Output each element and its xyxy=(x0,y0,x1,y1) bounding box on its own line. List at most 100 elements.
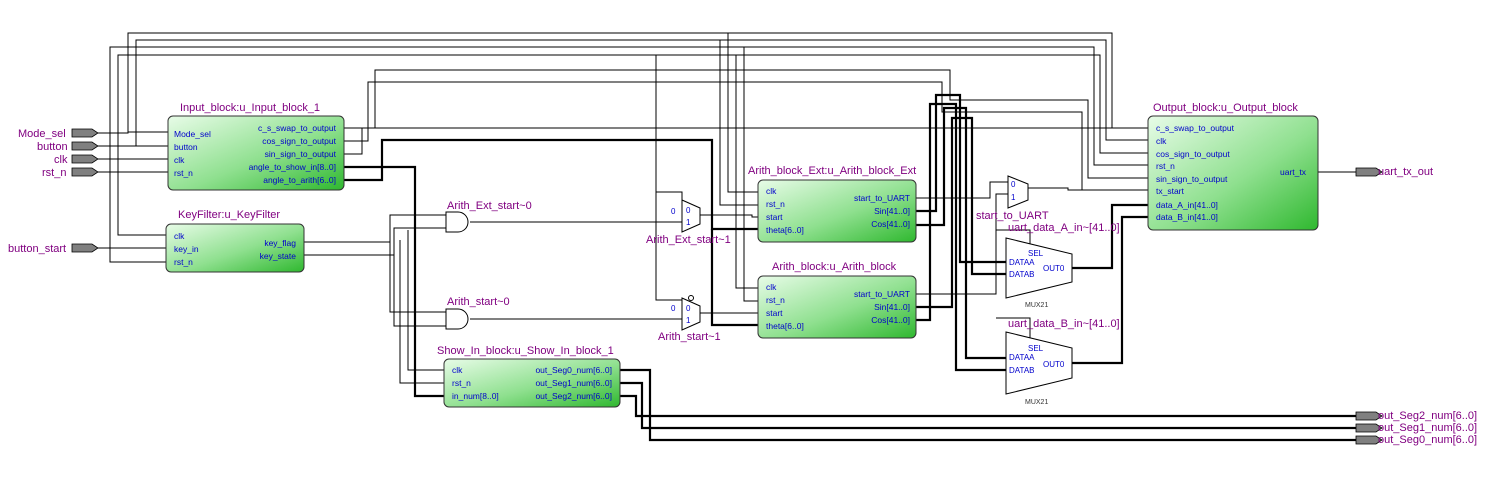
output-block-in-port: clk xyxy=(1156,136,1167,146)
keyfilter-block-title: KeyFilter:u_KeyFilter xyxy=(178,209,280,221)
mux21-out: OUT0 xyxy=(1043,360,1065,369)
and-gate-label: Arith_start~0 xyxy=(447,296,510,308)
input-block-in-port: clk xyxy=(174,155,185,165)
keyfilter-in-port: rst_n xyxy=(174,257,193,267)
show-in-out-port: out_Seg0_num[6..0] xyxy=(535,365,612,375)
mux-start-to-uart[interactable]: 0 1 start_to_UART xyxy=(976,175,1049,222)
arith-ext-in-port: rst_n xyxy=(766,199,785,209)
mux21-sel: SEL xyxy=(1028,249,1044,258)
mux21-datab: DATAB xyxy=(1009,270,1034,279)
mux-const-0: 0 xyxy=(671,304,676,313)
and-gate-arith-start[interactable]: Arith_start~0 xyxy=(445,296,510,330)
output-block[interactable]: Output_block:u_Output_block c_s_swap_to_… xyxy=(1147,102,1319,231)
arith-ext-block-title: Arith_block_Ext:u_Arith_block_Ext xyxy=(748,165,916,177)
keyfilter-out-port: key_flag xyxy=(264,238,296,248)
and-gate-arith-ext-start[interactable]: Arith_Ext_start~0 xyxy=(445,200,532,233)
mux-input-1: 1 xyxy=(686,218,691,227)
mux21-datab: DATAB xyxy=(1009,366,1034,375)
wires xyxy=(98,32,1356,384)
pin-mode-sel[interactable]: Mode_sel xyxy=(18,128,99,140)
mux-label: start_to_UART xyxy=(976,210,1049,222)
mux-input-1: 1 xyxy=(1011,193,1016,202)
pin-button[interactable]: button xyxy=(37,141,99,153)
arith-block-body xyxy=(757,275,917,339)
output-block-in-port: data_A_in[41..0] xyxy=(1156,200,1218,210)
show-in-block-body xyxy=(443,358,621,408)
pin-button-start-label: button_start xyxy=(8,243,66,255)
mux21-uart-data-a[interactable]: uart_data_A_in~[41..0] SEL DATAA DATAB O… xyxy=(1005,222,1120,309)
show-in-block-title: Show_In_block:u_Show_In_block_1 xyxy=(437,345,614,357)
pin-out-seg1[interactable]: out_Seg1_num[6..0] xyxy=(1355,422,1477,434)
mux-input-0: 0 xyxy=(1011,180,1016,189)
input-block-in-port: button xyxy=(174,142,198,152)
input-block-out-port: sin_sign_to_output xyxy=(265,149,337,159)
mux21-dataa: DATAA xyxy=(1009,258,1035,267)
and-gate-label: Arith_Ext_start~0 xyxy=(447,200,532,212)
arith-block[interactable]: Arith_block:u_Arith_block clk rst_n star… xyxy=(757,261,917,339)
pin-mode-sel-label: Mode_sel xyxy=(18,128,66,140)
input-block-in-port: Mode_sel xyxy=(174,129,211,139)
input-block-body xyxy=(167,115,345,191)
mux-shape xyxy=(681,297,701,331)
mux-input-1: 1 xyxy=(686,316,691,325)
mux21-label: uart_data_A_in~[41..0] xyxy=(1008,222,1120,234)
arith-ext-in-port: start xyxy=(766,212,783,222)
mux-label: Arith_Ext_start~1 xyxy=(646,234,731,246)
pin-uart-tx-out[interactable]: uart_tx_out xyxy=(1355,166,1433,178)
mux21-type: MUX21 xyxy=(1025,302,1048,309)
arith-ext-block[interactable]: Arith_block_Ext:u_Arith_block_Ext clk rs… xyxy=(748,165,917,243)
mux21-shape xyxy=(1005,331,1073,395)
inverter-bubble xyxy=(688,295,694,301)
input-block-out-port: c_s_swap_to_output xyxy=(258,123,337,133)
output-block-title: Output_block:u_Output_block xyxy=(1153,102,1298,114)
mux21-shape xyxy=(1005,237,1073,299)
keyfilter-block-body xyxy=(165,223,305,273)
show-in-block[interactable]: Show_In_block:u_Show_In_block_1 clk rst_… xyxy=(437,345,621,408)
mux21-uart-data-b[interactable]: uart_data_B_in~[41..0] SEL DATAA DATAB O… xyxy=(1005,318,1120,406)
pin-clk[interactable]: clk xyxy=(54,154,99,166)
mux21-out: OUT0 xyxy=(1043,264,1065,273)
input-block-out-port: cos_sign_to_output xyxy=(262,136,336,146)
pin-rst-n-label: rst_n xyxy=(42,167,66,179)
input-block-out-port: angle_to_arith[6..0] xyxy=(263,175,336,185)
mux21-type: MUX21 xyxy=(1025,399,1048,406)
arith-in-port: theta[6..0] xyxy=(766,321,804,331)
arith-out-port: start_to_UART xyxy=(854,289,910,299)
pin-out-seg0-label: out_Seg0_num[6..0] xyxy=(1378,434,1477,446)
pin-out-seg2[interactable]: out_Seg2_num[6..0] xyxy=(1355,410,1477,422)
mux-label: Arith_start~1 xyxy=(658,331,721,343)
keyfilter-block[interactable]: KeyFilter:u_KeyFilter clk key_in rst_n k… xyxy=(165,209,305,273)
input-block[interactable]: Input_block:u_Input_block_1 Mode_sel but… xyxy=(167,102,345,191)
bus-wires xyxy=(342,93,1356,442)
pin-clk-label: clk xyxy=(54,154,68,166)
show-in-in-port: clk xyxy=(452,365,463,375)
arith-in-port: start xyxy=(766,308,783,318)
pin-button-start[interactable]: button_start xyxy=(8,243,99,255)
mux-shape xyxy=(1007,175,1029,209)
pin-uart-tx-out-label: uart_tx_out xyxy=(1378,166,1433,178)
mux-arith-ext-start[interactable]: 0 1 0 Arith_Ext_start~1 xyxy=(646,199,731,246)
arith-out-port: Sin[41..0] xyxy=(874,302,910,312)
arith-ext-block-body xyxy=(757,179,917,243)
mux-input-0: 0 xyxy=(686,304,691,313)
input-block-in-port: rst_n xyxy=(174,168,193,178)
arith-ext-out-port: Cos[41..0] xyxy=(871,219,910,229)
input-block-out-port: angle_to_show_in[8..0] xyxy=(249,162,336,172)
mux-arith-start[interactable]: 0 1 0 Arith_start~1 xyxy=(658,295,721,344)
arith-in-port: clk xyxy=(766,282,777,292)
output-block-in-port: tx_start xyxy=(1156,186,1185,196)
and-gate-shape xyxy=(445,308,469,330)
output-block-in-port: sin_sign_to_output xyxy=(1156,174,1228,184)
arith-out-port: Cos[41..0] xyxy=(871,315,910,325)
arith-ext-out-port: Sin[41..0] xyxy=(874,206,910,216)
pin-out-seg0[interactable]: out_Seg0_num[6..0] xyxy=(1355,434,1477,446)
pin-rst-n[interactable]: rst_n xyxy=(42,167,99,179)
pin-out-seg1-label: out_Seg1_num[6..0] xyxy=(1378,422,1477,434)
output-block-body xyxy=(1147,115,1319,231)
mux21-sel: SEL xyxy=(1028,344,1044,353)
arith-ext-out-port: start_to_UART xyxy=(854,193,910,203)
keyfilter-in-port: key_in xyxy=(174,244,199,254)
mux-shape xyxy=(681,199,701,233)
input-block-title: Input_block:u_Input_block_1 xyxy=(180,102,320,114)
